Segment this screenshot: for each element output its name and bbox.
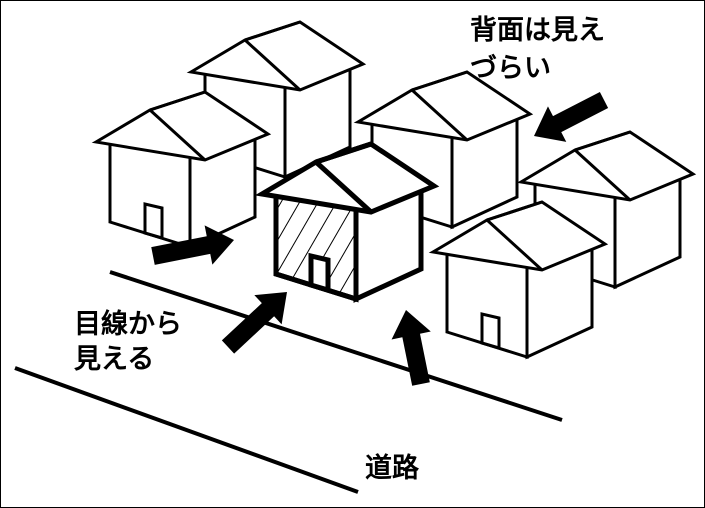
gable-edge — [243, 38, 302, 92]
door — [308, 252, 331, 294]
road-label: 道路 — [365, 453, 419, 484]
door — [143, 202, 164, 241]
gable-edge — [314, 160, 373, 214]
arrow-from-road-left — [221, 292, 287, 354]
arrow-from-road-right — [391, 310, 431, 386]
roof-ridge — [149, 90, 206, 112]
gable-edge — [573, 148, 632, 202]
roof-ridge — [486, 200, 543, 222]
roof — [428, 200, 609, 272]
visible-label-line2: 見える — [74, 344, 155, 375]
roof — [254, 141, 440, 215]
roof — [91, 90, 272, 162]
roof-ridge — [411, 70, 468, 92]
gable-edge — [410, 88, 469, 142]
visible-label-line1: 目線から — [74, 309, 182, 340]
gable-edge — [148, 108, 207, 162]
roof-ridge — [315, 141, 372, 165]
house-back-left — [91, 90, 272, 250]
roof — [353, 70, 534, 142]
gable-edge — [485, 218, 544, 272]
roof — [516, 130, 697, 202]
arrow-from-back — [534, 91, 609, 142]
house-front-right — [428, 200, 609, 360]
road-edge-far — [14, 366, 359, 494]
roof-ridge — [244, 20, 301, 42]
back-hard-label-line1: 背面は見え — [470, 15, 605, 46]
road-edge-near — [109, 270, 563, 422]
arrow-from-left — [151, 225, 234, 265]
roof-ridge — [574, 130, 631, 152]
back-hard-label-line2: づらい — [470, 53, 551, 84]
house-target — [254, 141, 440, 303]
door — [480, 312, 501, 351]
roof — [186, 20, 367, 92]
